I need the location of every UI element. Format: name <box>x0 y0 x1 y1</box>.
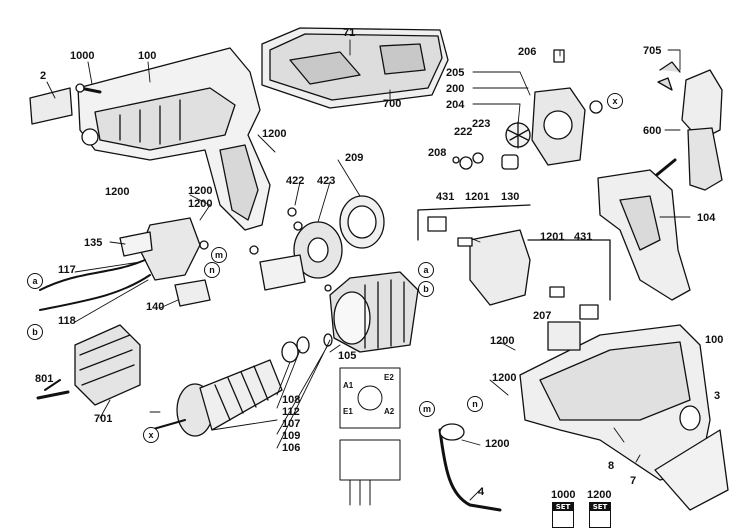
set-badge-text: SET <box>553 503 573 511</box>
part-label: 1201 <box>465 191 490 203</box>
brush-holder-130 <box>417 204 611 320</box>
part-label: 422 <box>286 175 305 187</box>
part-label: 71 <box>343 27 356 39</box>
part-label: 206 <box>518 46 537 58</box>
part-label: 1200 <box>492 372 517 384</box>
part-label: 130 <box>501 191 520 203</box>
part-label: 100 <box>138 50 157 62</box>
connector-marker: n <box>204 262 220 278</box>
part-label: 705 <box>643 45 662 57</box>
part-label: 1000 <box>551 489 576 501</box>
part-label: 7 <box>630 475 637 487</box>
label-plate-2 <box>29 87 73 125</box>
connector-marker: m <box>211 247 227 263</box>
connector-marker: n <box>467 396 483 412</box>
wiring-terminal-label: E2 <box>384 373 394 382</box>
part-label: 205 <box>446 67 465 79</box>
connector-marker: m <box>419 401 435 417</box>
housing-half-left <box>77 47 271 231</box>
part-label: 109 <box>282 430 301 442</box>
carry-case-700 <box>261 27 449 109</box>
part-label: 135 <box>84 237 103 249</box>
housing-half-right <box>519 321 729 511</box>
connector-marker: b <box>27 324 43 340</box>
part-label: 431 <box>436 191 455 203</box>
part-label: 112 <box>282 406 300 418</box>
part-label: 2 <box>40 70 47 82</box>
part-label: 140 <box>146 301 165 313</box>
part-label: 117 <box>58 264 76 276</box>
part-label: 106 <box>282 442 301 454</box>
wiring-schematic <box>339 367 401 506</box>
leader-lines <box>46 39 691 501</box>
part-label: 423 <box>317 175 336 187</box>
set-badge: SET <box>589 502 611 528</box>
part-label: 222 <box>454 126 473 138</box>
part-label: 104 <box>697 212 716 224</box>
part-label: 3 <box>714 390 721 402</box>
part-label: 208 <box>428 147 447 159</box>
part-label: 118 <box>58 315 76 327</box>
connector-marker: a <box>27 273 43 289</box>
power-cable-4 <box>438 423 502 512</box>
switch-135 <box>119 217 211 307</box>
chuck-701 <box>44 324 141 406</box>
part-label: 100 <box>705 334 724 346</box>
stator-105 <box>329 271 419 353</box>
wiring-terminal-label: E1 <box>343 407 353 416</box>
wiring-terminal-label: A2 <box>384 407 395 416</box>
part-label: 209 <box>345 152 364 164</box>
part-label: 1200 <box>490 335 515 347</box>
set-badge: SET <box>552 502 574 528</box>
part-label: 4 <box>478 486 485 498</box>
armature-107 <box>149 333 333 437</box>
part-label: 1200 <box>188 185 213 197</box>
part-label: 204 <box>446 99 465 111</box>
set-badge-text: SET <box>590 503 610 511</box>
connector-marker: b <box>418 281 434 297</box>
wiring-terminal-label: A1 <box>343 381 354 390</box>
part-label: 1200 <box>262 128 287 140</box>
part-label: 701 <box>94 413 113 425</box>
connector-marker: x <box>143 427 159 443</box>
part-label: 801 <box>35 373 54 385</box>
handle-104 <box>597 169 691 301</box>
connector-marker: x <box>607 93 623 109</box>
part-label: 700 <box>383 98 402 110</box>
part-label: 8 <box>608 460 615 472</box>
part-label: 200 <box>446 83 465 95</box>
part-label: 431 <box>574 231 593 243</box>
part-label: 1201 <box>540 231 565 243</box>
end-cap-assembly <box>452 49 603 170</box>
screw-1000 <box>75 83 102 94</box>
part-label: 1000 <box>70 50 95 62</box>
part-label: 600 <box>643 125 662 137</box>
part-label: 107 <box>282 418 301 430</box>
connector-marker: a <box>418 262 434 278</box>
part-label: 1200 <box>485 438 510 450</box>
part-label: 105 <box>338 350 357 362</box>
part-label: 1200 <box>188 198 213 210</box>
part-label: 207 <box>533 310 552 322</box>
part-label: 223 <box>472 118 491 130</box>
wires-117-118 <box>39 259 151 311</box>
part-label: 1200 <box>587 489 612 501</box>
gear-assembly <box>249 195 385 292</box>
part-label: 108 <box>282 394 301 406</box>
screw-801 <box>36 390 70 400</box>
part-label: 1200 <box>105 186 130 198</box>
